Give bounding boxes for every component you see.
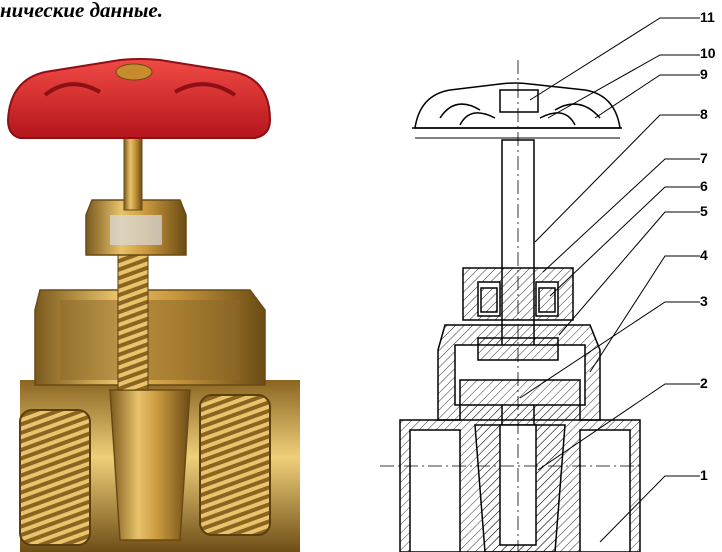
callout-numbers: 11 10 9 8 7 6 5 4 3 2 1 [700,9,716,483]
callout-10: 10 [700,45,716,61]
leader-9 [594,74,700,119]
callout-4: 4 [700,247,708,263]
stem-shaft [123,129,143,211]
leader-6 [549,186,700,297]
right-threaded-port [199,394,271,536]
left-threaded-port [19,409,91,546]
threaded-stem [117,244,149,391]
callout-2: 2 [700,375,708,391]
leader-11 [529,17,700,101]
callout-3: 3 [700,293,708,309]
leader-5 [558,211,700,336]
gate-wedge [109,389,191,541]
callout-7: 7 [700,150,708,166]
leader-3 [519,301,700,399]
leader-1 [599,475,700,543]
handwheel-red [6,58,272,139]
leader-2 [537,383,700,471]
valve-section-drawing [380,60,641,552]
callout-8: 8 [700,106,708,122]
callout-5: 5 [700,203,708,219]
valve-photo-illustration [6,58,300,552]
callout-11: 11 [700,9,715,25]
callout-1: 1 [700,467,708,483]
top-nut [499,89,539,113]
callout-9: 9 [700,66,708,82]
leader-4 [589,255,700,373]
callout-leaders [519,17,700,543]
callout-6: 6 [700,178,708,194]
leader-7 [542,158,700,273]
page-heading: нические данные. [0,0,163,22]
leader-10 [547,54,700,119]
leader-8 [534,114,700,243]
